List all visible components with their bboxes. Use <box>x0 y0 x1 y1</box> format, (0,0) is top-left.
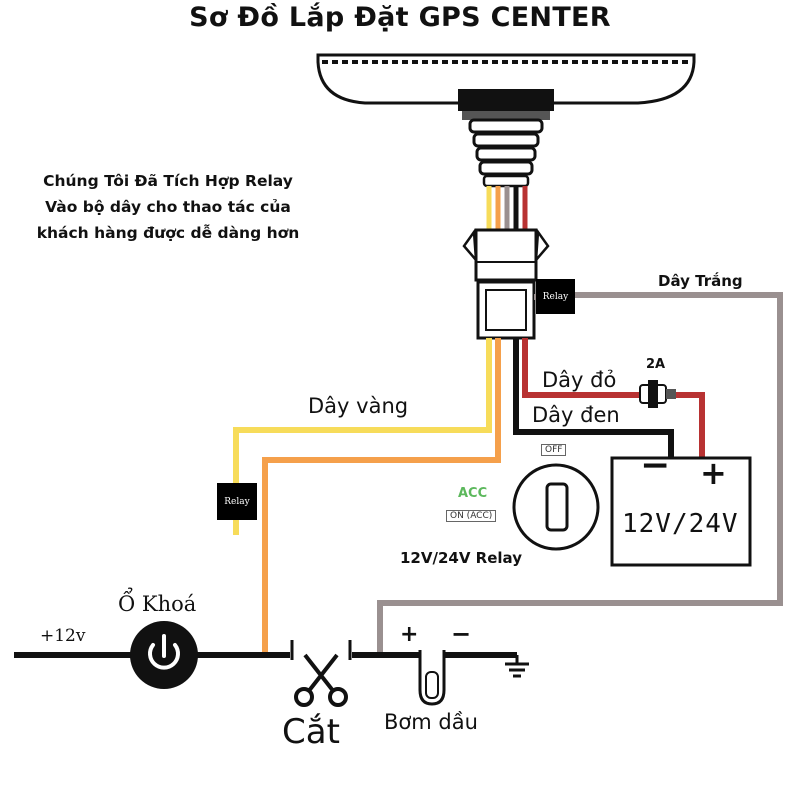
pump-label: Bơm dầu <box>384 710 478 734</box>
gps-device <box>316 53 696 120</box>
black-wire-label: Dây đen <box>532 403 620 427</box>
ground-icon <box>505 655 529 678</box>
acc-on-label: ON (ACC) <box>446 510 497 522</box>
white-wire-label: Dây Trắng <box>658 272 743 290</box>
cut-terminals <box>290 640 352 660</box>
relay-note-line: khách hàng được dễ dàng hơn <box>36 224 300 242</box>
key-switch-label: Ổ Khoá <box>118 592 197 616</box>
relay-note-line: Chúng Tôi Đã Tích Hợp Relay <box>43 172 293 190</box>
red-wire <box>522 338 640 398</box>
black-wire <box>513 338 674 458</box>
cable-boot <box>468 118 544 188</box>
relay-note: Chúng Tôi Đã Tích Hợp Relay Vào bộ dây c… <box>18 168 318 246</box>
battery-plus: + <box>700 454 727 492</box>
scissors-icon <box>294 653 348 707</box>
relay-box-top: Relay <box>536 279 575 314</box>
pump-minus: − <box>451 620 472 648</box>
relay-box-left: Relay <box>217 483 257 520</box>
fuse-label: 2A <box>646 357 666 372</box>
cut-label: Cắt <box>282 712 340 752</box>
acc-label: ACC <box>458 486 488 501</box>
fuel-pump <box>418 650 446 706</box>
relay-note-line: Vào bộ dây cho thao tác của <box>45 198 291 216</box>
ignition-caption: 12V/24V Relay <box>400 549 522 567</box>
red-wire-label: Dây đỏ <box>542 368 617 392</box>
yellow-wire <box>233 338 492 484</box>
yellow-wire-label: Dây vàng <box>308 394 409 418</box>
wire-connector <box>462 228 550 340</box>
pump-plus: + <box>400 622 419 647</box>
acc-off-label: OFF <box>541 444 567 456</box>
fuse-icon <box>639 380 676 408</box>
page-title: Sơ Đồ Lắp Đặt GPS CENTER <box>189 2 611 33</box>
power-icon <box>130 621 198 689</box>
ignition-key-icon <box>512 463 600 551</box>
red-wire-to-battery <box>666 392 705 458</box>
supply-label: +12v <box>40 626 86 646</box>
orange-wire <box>262 338 501 652</box>
battery-voltage: 12V/24V <box>622 509 739 539</box>
battery-minus: − <box>640 445 671 486</box>
upper-wires <box>486 186 528 232</box>
battery <box>610 456 752 567</box>
